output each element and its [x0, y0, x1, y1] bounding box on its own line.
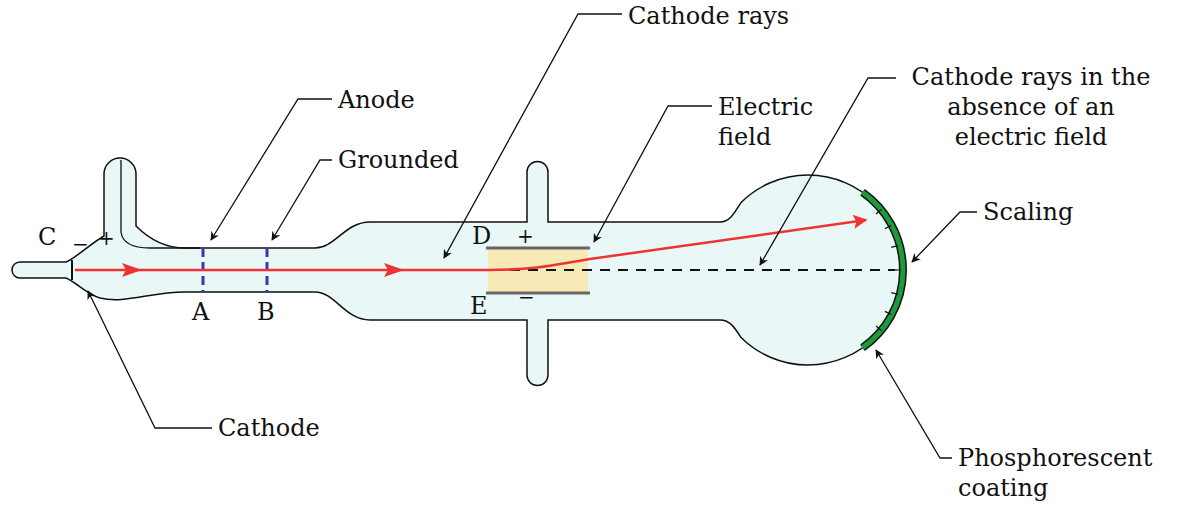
callout-label: Cathode [218, 413, 320, 443]
polarity-sign: − [72, 232, 89, 257]
cathode-ray-beam [75, 220, 866, 270]
scale-ticks [876, 209, 901, 330]
electrode-letter: C [38, 222, 56, 252]
polarity-sign: − [518, 285, 535, 310]
anode-wire [121, 160, 200, 248]
electrode-letter: D [472, 221, 491, 251]
phosphorescent-coating [863, 192, 903, 348]
electrode-letter: A [192, 297, 209, 327]
cathode-electrode [71, 260, 73, 280]
callout-label: Phosphorescent coating [958, 443, 1186, 503]
electrode-letter: E [470, 291, 488, 321]
callout-label: Cathode rays in the absence of an electr… [900, 62, 1162, 152]
callout-label: Electric field [718, 92, 836, 152]
phosphorescent-coating [863, 192, 903, 348]
callout-label: Anode [338, 85, 415, 115]
deflection-plate [486, 292, 590, 295]
deflection-plate [486, 247, 590, 250]
leader-lines [88, 14, 977, 458]
callout-label: Scaling [983, 197, 1073, 227]
polarity-sign: + [517, 224, 534, 249]
glass-tube [12, 158, 903, 386]
callout-label: Grounded [338, 145, 459, 175]
electrode-letter: B [257, 297, 275, 327]
beam-arrowhead [384, 263, 404, 277]
callout-label: Cathode rays [628, 1, 789, 31]
beam-arrowhead [122, 263, 142, 277]
polarity-sign: + [98, 226, 115, 251]
